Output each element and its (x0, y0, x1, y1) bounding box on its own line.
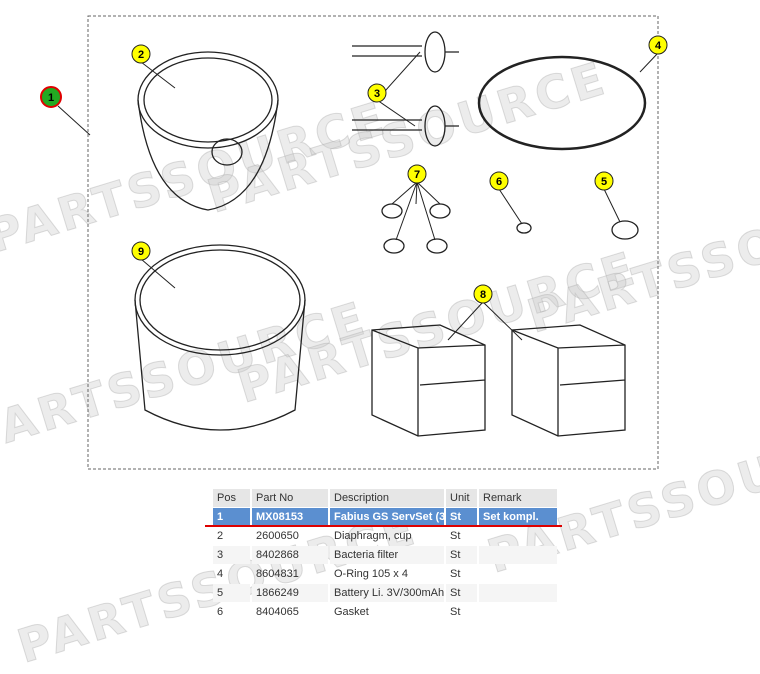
cell (479, 603, 557, 621)
cell: 1866249 (252, 584, 328, 602)
cell: St (446, 546, 477, 564)
cell: 3 (213, 546, 250, 564)
o-rings-part-7 (381, 203, 451, 254)
svg-text:2: 2 (138, 49, 144, 61)
bacteria-filter-part-3 (352, 31, 459, 147)
cell: St (450, 530, 461, 542)
svg-text:6: 6 (496, 176, 502, 188)
cell: 4 (217, 568, 224, 580)
callout-9: 9 (131, 241, 151, 261)
cell: 1 (213, 508, 250, 526)
callout-6: 6 (489, 171, 509, 191)
cell: 6 (217, 606, 224, 618)
cell: Battery Li. 3V/300mAh F (330, 584, 444, 602)
cup-part-2 (137, 51, 279, 211)
cell (479, 546, 557, 564)
col-pos: Pos (213, 489, 250, 507)
callout-3: 3 (367, 83, 387, 103)
cell (479, 584, 557, 602)
callout-1: 1 (40, 86, 62, 108)
cell: 5 (213, 584, 250, 602)
cell: St (450, 568, 461, 580)
cell (479, 527, 557, 545)
cell: St (450, 606, 461, 618)
table-row[interactable]: 2 2600650 Diaphragm, cup St (213, 527, 557, 545)
cell: 2600650 (256, 530, 299, 542)
svg-text:1: 1 (48, 92, 54, 104)
cell: 8402868 (252, 546, 328, 564)
svg-text:4: 4 (655, 40, 662, 52)
cell (479, 565, 557, 583)
cell: St (446, 584, 477, 602)
col-description: Description (330, 489, 444, 507)
callout-4: 4 (648, 35, 668, 55)
svg-text:8: 8 (480, 289, 486, 301)
col-unit: Unit (446, 489, 477, 507)
svg-text:3: 3 (374, 88, 380, 100)
cell: 8604831 (256, 568, 299, 580)
svg-text:7: 7 (414, 169, 420, 181)
callout-7: 7 (407, 164, 427, 184)
col-part-no: Part No (252, 489, 328, 507)
cell: St (446, 508, 477, 526)
svg-text:9: 9 (138, 246, 144, 258)
table-row[interactable]: 6 8404065 Gasket St (213, 603, 557, 621)
diagram-border (87, 15, 659, 470)
cell: Bacteria filter (330, 546, 444, 564)
cell: MX08153 (252, 508, 328, 526)
cell: O-Ring 105 x 4 (334, 568, 408, 580)
col-remark: Remark (479, 489, 557, 507)
cell: 8404065 (256, 606, 299, 618)
cell: Gasket (334, 606, 369, 618)
callout-5: 5 (594, 171, 614, 191)
battery-part-5 (611, 220, 639, 240)
parts-diagram: 1 2 3 4 5 6 7 8 9 (40, 15, 668, 470)
cell: Diaphragm, cup (334, 530, 412, 542)
cell: Set kompl. (479, 508, 557, 526)
callout-8: 8 (473, 284, 493, 304)
filter-boxes-part-8 (371, 324, 626, 437)
gasket-part-6 (516, 222, 532, 234)
table-row[interactable]: 4 8604831 O-Ring 105 x 4 St (213, 565, 557, 583)
o-ring-part-4 (477, 55, 647, 151)
leader-lines (57, 51, 659, 341)
callout-2: 2 (131, 44, 151, 64)
svg-text:5: 5 (601, 176, 607, 188)
cell: Fabius GS ServSet (3 y (330, 508, 444, 526)
cup-part-9 (134, 244, 306, 431)
highlight-underline (205, 525, 562, 527)
table-header: Pos Part No Description Unit Remark (213, 489, 557, 507)
cell: 2 (217, 530, 224, 542)
